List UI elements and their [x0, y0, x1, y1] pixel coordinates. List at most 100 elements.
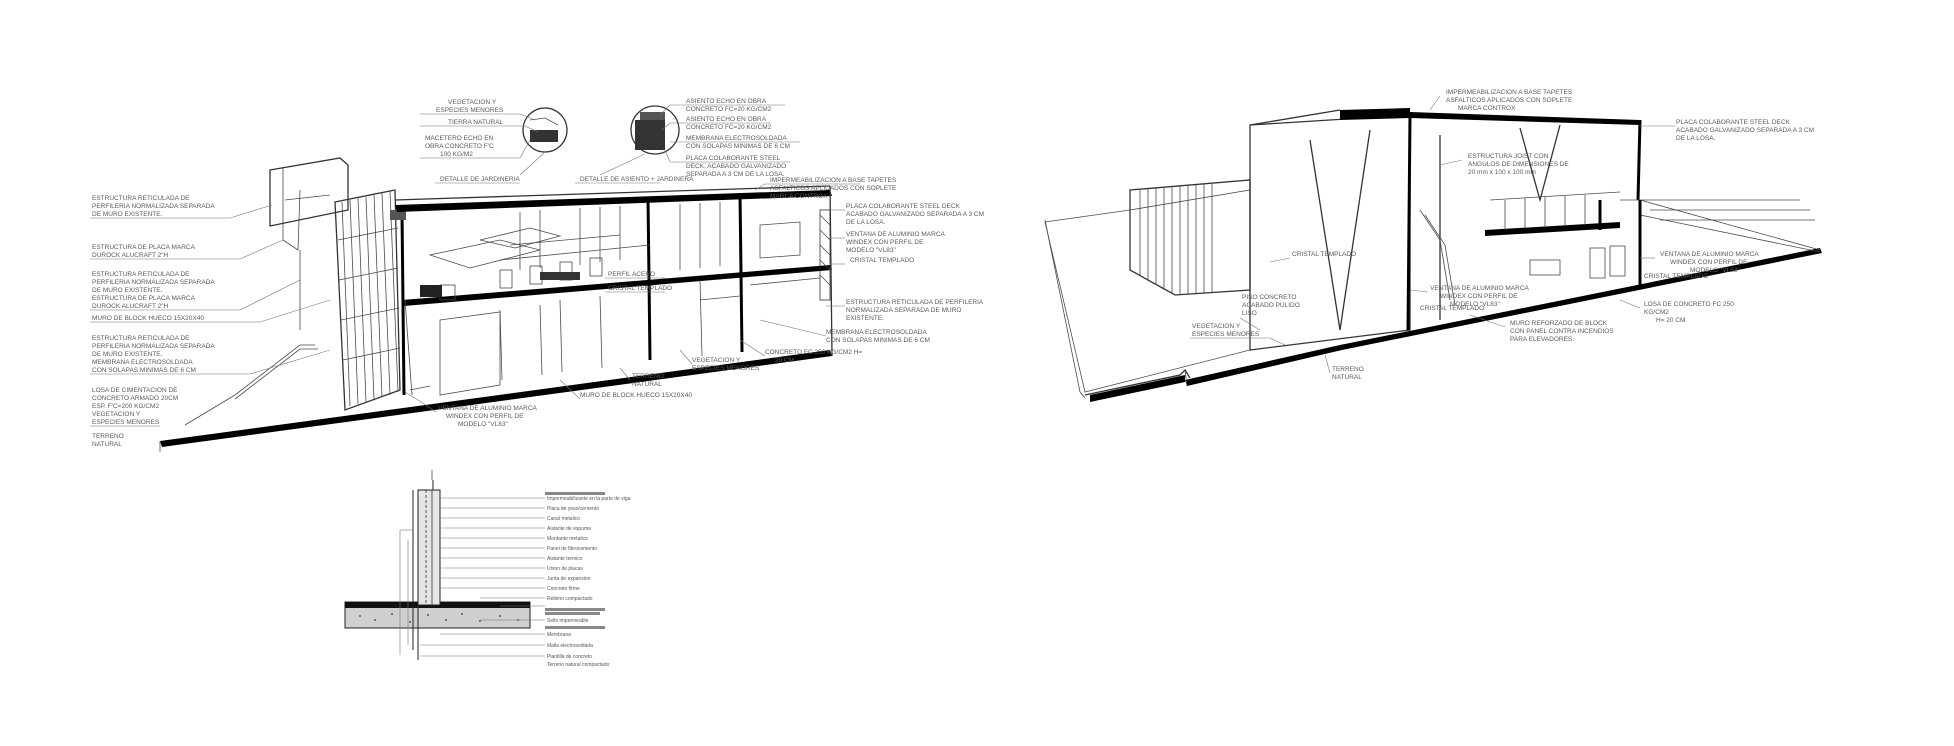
callout-text: WINDEX CON PERFIL DE — [1440, 293, 1518, 300]
detail-label: Terreno natural compactado — [547, 662, 609, 668]
detail-label: Plantilla de concreto — [547, 654, 592, 660]
callout-text: DE MURO EXISTENTE. — [92, 287, 163, 294]
left-callouts-bottom: VENTANA DE ALUMINIO MARCA WINDEX CON PER… — [438, 405, 538, 428]
callout-text: PERFIL ACERO — [608, 271, 655, 278]
callout-text: ASIENTO ECHO EN OBRA — [686, 98, 767, 105]
callout-text: CONCRETO FC=20 KG/CM2 — [686, 124, 772, 131]
detail-circle-asiento — [599, 105, 680, 176]
callout-text: MODELO "VL83" — [1450, 301, 1500, 308]
detail-circle-jardineria — [519, 107, 568, 176]
callout-text: ACABADO PULIDO — [1242, 302, 1300, 309]
callout-text: ESPECIES MENORES — [1192, 331, 1260, 338]
detail-label: Montante metalico — [547, 536, 588, 542]
callout-text: VEGETACION Y — [1192, 323, 1241, 330]
callout-text: LISO — [1242, 310, 1257, 317]
callout-text: DE MURO EXISTENTE. — [92, 351, 163, 358]
detail-label: Malla electrosoldada — [547, 643, 593, 649]
callout-text: MURO REFORZADO DE BLOCK — [1510, 320, 1608, 327]
left-callouts-top: VEGETACION Y ESPECIES MENORES TIERRA NAT… — [425, 98, 897, 200]
left-callouts-right: PLACA COLABORANTE STEEL DECK ACABADO GAL… — [580, 203, 984, 399]
callout-text: ASIENTO ECHO EN OBRA — [686, 116, 767, 123]
callout-text: PERFILERIA NORMALIZADA SEPARADA — [92, 343, 215, 350]
callout-text: TERRENO — [92, 433, 124, 440]
detail-label: Placa de yeso/cemento — [547, 506, 599, 512]
callout-text: DUROCK ALUCRAFT 2"H — [92, 303, 169, 310]
callout-text: 100 KG/M2 — [440, 151, 473, 158]
callout-text: ESTRUCTURA RETICULADA DE — [92, 195, 190, 202]
detail-label: Aislante de espuma — [547, 526, 591, 532]
callout-text: PERFILERIA NORMALIZADA SEPARADA — [92, 279, 215, 286]
callout-text: CONCRETO FC 250 KG/CM2 H= — [765, 349, 862, 356]
callout-text: KG/CM2 — [1644, 309, 1669, 316]
detail-label: Aislante termico — [547, 556, 583, 562]
callout-text: SEPARADA A 3 CM DE LA LOSA. — [686, 171, 785, 178]
callout-text: MEMBRANA ELECTROSOLDADA — [686, 135, 787, 142]
callout-text: ASFALTICOS APLICADOS CON SOPLETE — [770, 185, 897, 192]
detail-label: Union de placas — [547, 566, 583, 572]
right-section-drawing — [1044, 108, 1822, 402]
callout-text: ESTRUCTURA RETICULADA DE PERFILERIA — [846, 299, 984, 306]
callout-text: PISO CONCRETO — [1242, 294, 1296, 301]
callout-text: DE LA LOSA. — [1676, 135, 1716, 142]
callout-text: WINDEX CON PERFIL DE — [846, 239, 924, 246]
callout-text: VEGETACION Y — [92, 411, 141, 418]
callout-text: DUROCK ALUCRAFT 2"H — [92, 252, 169, 259]
callout-text: ESTRUCTURA JOIST CON — [1468, 153, 1549, 160]
callout-text: ESTRUCTURA DE PLACA MARCA — [92, 244, 196, 251]
callout-text: CRISTAL TEMPLADO — [850, 257, 914, 264]
callout-text: DETALLE DE JARDINERIA — [440, 176, 520, 183]
callout-text: PARA ELEVADORES. — [1510, 336, 1574, 343]
wall-section-detail — [344, 470, 605, 660]
callout-text: IMPERMEABILIZACION A BASE TAPETES — [770, 177, 897, 184]
callout-text: PLACA COLABORANTE STEEL — [686, 155, 781, 162]
callout-text: VENTANA DE ALUMINIO MARCA — [438, 405, 538, 412]
callout-text: MURO DE BLOCK HUECO 15X20X40 — [580, 392, 692, 399]
callout-text: CRISTAL TEMPLADO — [1644, 273, 1708, 280]
callout-text: MEMBRANA ELECTROSOLDADA — [826, 329, 927, 336]
callout-text: ESTRUCTURA DE PLACA MARCA — [92, 295, 196, 302]
detail-label: Impermeabilizante en la parte de viga — [547, 496, 631, 502]
detail-label: Sello impermeable — [547, 618, 589, 624]
callout-text: MODELO "VL83" — [1690, 267, 1740, 274]
callout-text: MURO DE BLOCK HUECO 15X20X40 — [92, 315, 204, 322]
callout-text: MEMBRANA ELECTROSOLDADA — [92, 359, 193, 366]
callout-text: CRISTAL TEMPLADO — [608, 285, 672, 292]
callout-text: ASFALTICOS APLICADOS CON SOPLETE — [1446, 97, 1573, 104]
callout-text: DECK, ACABADO GALVANIZADO — [686, 163, 786, 170]
callout-text: VEGETACION Y — [692, 357, 741, 364]
callout-text: OBRA CONCRETO F'C — [425, 143, 494, 150]
detail-label: Relleno compactado — [547, 596, 593, 602]
callout-text: CRISTAL TEMPLADO — [1420, 305, 1484, 312]
callout-text: CON SOLAPAS MINIMAS DE 6 CM — [826, 337, 930, 344]
callout-text: DE LA LOSA. — [846, 219, 886, 226]
callout-text: ACABADO GALVANIZADO SEPARADA A 3 CM — [1676, 127, 1814, 134]
left-ground-slab — [160, 350, 832, 447]
callout-text: MODELO "VL83" — [458, 421, 508, 428]
callout-text: NATURAL — [92, 441, 122, 448]
callout-text: ESPECIES MENORES — [92, 419, 160, 426]
callout-text: ANGULOS DE DIMENSIONES DE — [1468, 161, 1569, 168]
callout-text: ACABADO GALVANIZADO SEPARADA A 3 CM — [846, 211, 984, 218]
callout-text: ESTRUCTURA RETICULADA DE — [92, 271, 190, 278]
callout-text: MARCA CONTROX — [770, 193, 828, 200]
callout-text: EXISTENTE. — [846, 315, 884, 322]
callout-text: CON SOLAPAS MINIMAS DE 6 CM — [92, 367, 196, 374]
detail-label: Panel de fibrocemento — [547, 546, 597, 552]
callout-text: LOSA DE CONCRETO FC 250 — [1644, 301, 1734, 308]
wall-detail-labels: Impermeabilizante en la parte de viga Pl… — [547, 496, 631, 668]
callout-text: H= 20 CM — [1656, 317, 1685, 324]
callout-text: IMPERMEABILIZACION A BASE TAPETES — [1446, 89, 1573, 96]
callout-text: MARCA CONTROX — [1458, 105, 1516, 112]
callout-text: VENTANA DE ALUMINIO MARCA — [846, 231, 946, 238]
callout-text: PLACA COLABORANTE STEEL DECK — [846, 203, 961, 210]
detail-label: Canal metalico — [547, 516, 580, 522]
detail-label: Concreto firme — [547, 586, 580, 592]
callout-text: VEGETACION Y — [448, 99, 497, 106]
callout-text: VENTANA DE ALUMINIO MARCA — [1430, 285, 1530, 292]
callout-text: ESPECIES MENORES — [436, 107, 504, 114]
callout-text: TERRENO — [1332, 366, 1364, 373]
callout-text: VENTANA DE ALUMINIO MARCA — [1660, 251, 1760, 258]
detail-label: Junta de expansion — [547, 576, 591, 582]
callout-text: CONCRETO ARMADO 20CM — [92, 395, 178, 402]
callout-text: PERFILERIA NORMALIZADA SEPARADA — [92, 203, 215, 210]
